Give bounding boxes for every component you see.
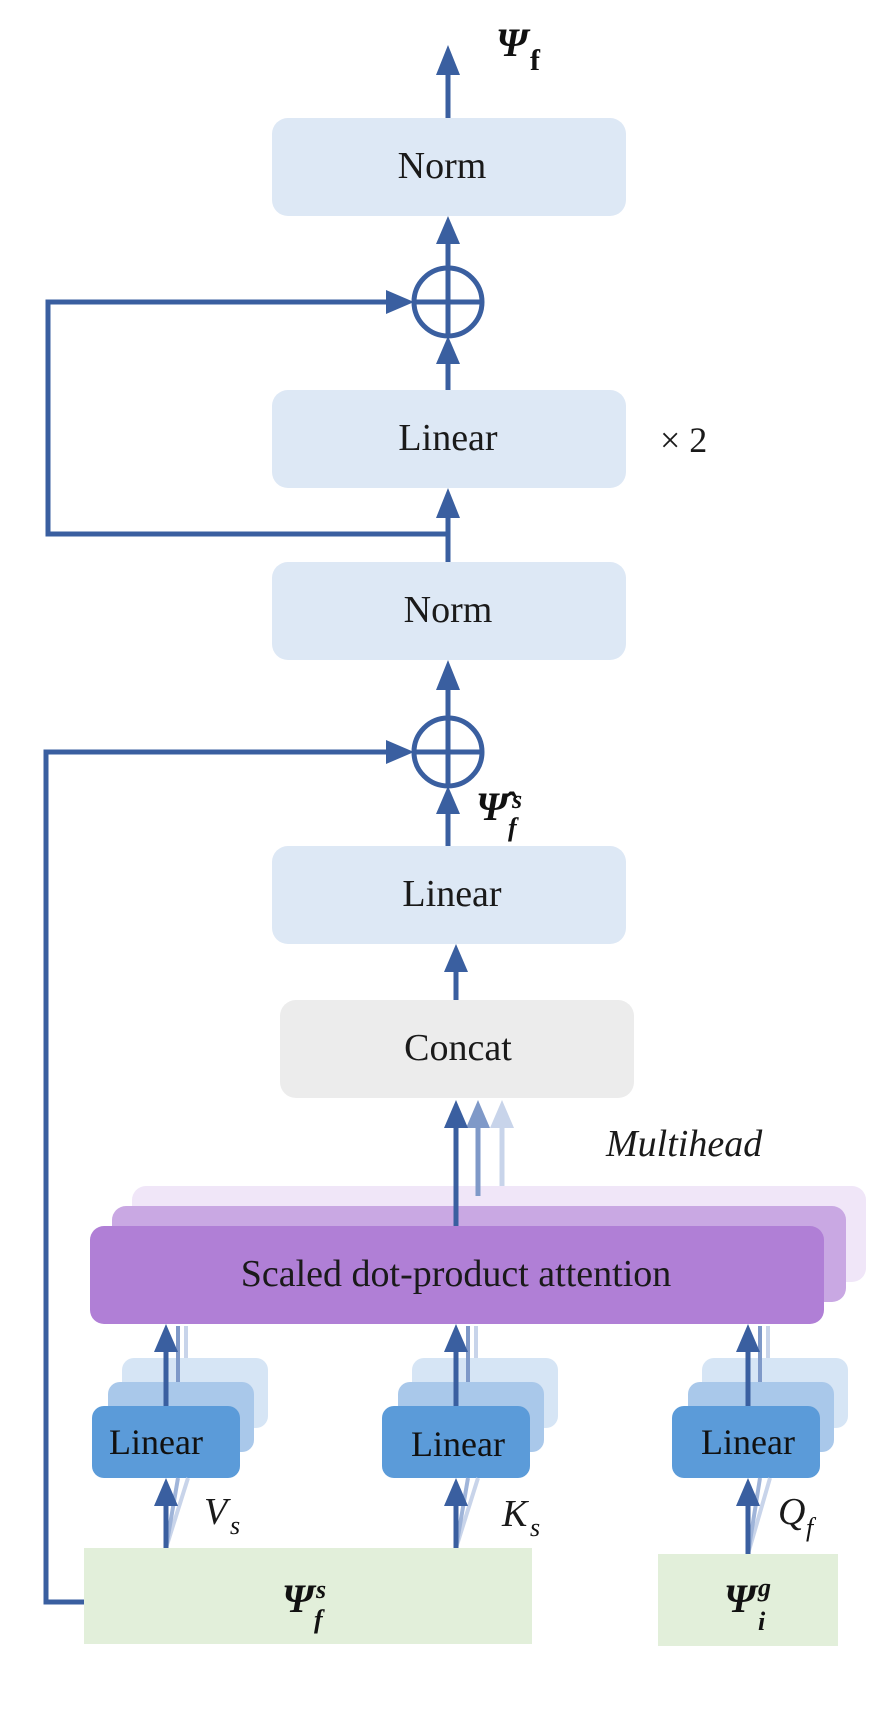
arrows-attention-to-concat — [444, 1100, 514, 1226]
linear-ffn-label: Linear — [398, 417, 498, 459]
v-symbol: V — [204, 1491, 231, 1533]
linear-ffn-block — [272, 390, 626, 488]
arrows-linear-v-to-attention — [154, 1324, 188, 1406]
multihead-label: Multihead — [605, 1123, 763, 1165]
arrows-input-to-linear-v — [154, 1477, 190, 1549]
arrows-input-to-linear-q — [736, 1477, 772, 1555]
add-circle-mid-icon — [411, 715, 485, 789]
concat-label: Concat — [404, 1027, 512, 1069]
concat-block — [280, 1000, 634, 1098]
linear-k-block — [382, 1406, 530, 1478]
arrows-input-to-linear-k — [444, 1477, 480, 1549]
linear-v-block — [92, 1406, 240, 1478]
input-psi-g-superscript: g — [757, 1573, 771, 1602]
norm-mid-label: Norm — [404, 589, 493, 631]
linear-out-label: Linear — [402, 873, 502, 915]
v-subscript: s — [230, 1511, 240, 1540]
output-symbol: Ψ — [496, 20, 531, 65]
arrows-linear-q-to-attention — [736, 1324, 770, 1406]
q-symbol: Q — [778, 1491, 805, 1533]
attention-block — [90, 1226, 824, 1324]
residual-connection-top — [45, 290, 448, 537]
input-psi-g-subscript: i — [758, 1607, 766, 1636]
repeat-label: × 2 — [660, 420, 707, 460]
linear-q-label: Linear — [701, 1422, 795, 1462]
k-subscript: s — [530, 1513, 540, 1542]
q-subscript: f — [806, 1513, 817, 1542]
input-psi-s-symbol: Ψ — [282, 1576, 317, 1621]
k-symbol: K — [501, 1493, 529, 1535]
linear-k-label: Linear — [411, 1424, 505, 1464]
output-arrow — [436, 45, 460, 118]
norm-top-label: Norm — [398, 145, 487, 187]
attention-label: Scaled dot-product attention — [241, 1253, 672, 1295]
arrows-linear-k-to-attention — [444, 1324, 478, 1406]
arrow-add-to-norm-top — [436, 216, 460, 268]
norm-block-mid — [272, 562, 626, 660]
arrow-linear-to-add-top — [436, 336, 460, 390]
hat-psi-superscript: s — [511, 785, 522, 814]
linear-v-label: Linear — [109, 1422, 203, 1462]
output-subscript: f — [530, 44, 541, 77]
input-psi-g-box — [658, 1554, 838, 1646]
input-psi-s-box — [84, 1548, 532, 1644]
linear-out-block — [272, 846, 626, 944]
arrow-norm-mid-to-linear — [436, 488, 460, 562]
hat-psi-subscript: f — [508, 813, 519, 842]
add-circle-top-icon — [411, 265, 485, 339]
input-psi-s-subscript: f — [314, 1605, 325, 1634]
norm-block-top — [272, 118, 626, 216]
input-psi-g-symbol: Ψ — [724, 1576, 759, 1621]
arrow-add-to-norm-mid — [436, 660, 460, 718]
arrow-linear-out-to-add — [436, 786, 460, 846]
residual-connection-bottom — [43, 740, 414, 1605]
input-psi-s-superscript: s — [315, 1575, 326, 1604]
arrow-concat-to-linear — [444, 944, 468, 1000]
linear-q-block — [672, 1406, 820, 1478]
